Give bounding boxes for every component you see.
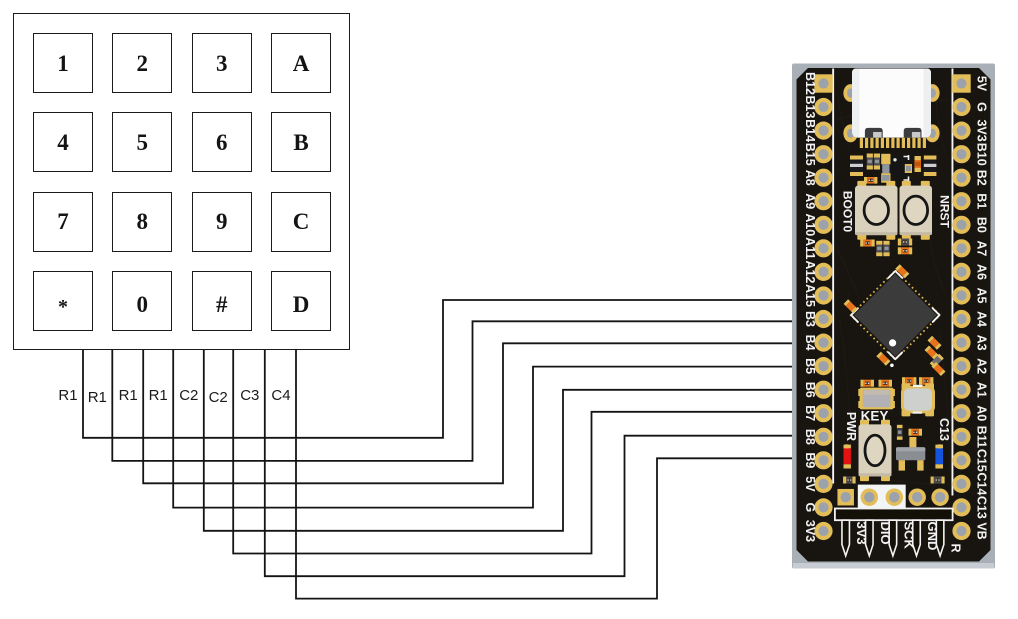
svg-text:A10: A10 [803,213,817,236]
svg-text:B13: B13 [803,96,817,119]
svg-text:G: G [803,503,817,513]
svg-text:VB: VB [975,522,989,539]
svg-text:A0: A0 [975,405,989,421]
svg-text:B3: B3 [803,311,817,327]
svg-text:A5: A5 [975,288,989,304]
svg-text:C13: C13 [937,418,951,441]
svg-text:BOOT0: BOOT0 [841,191,855,233]
svg-text:3V3: 3V3 [854,522,869,545]
svg-text:A15: A15 [803,284,817,307]
svg-text:A3: A3 [975,335,989,351]
svg-text:A8: A8 [803,170,817,186]
svg-text:A12: A12 [803,260,817,283]
svg-text:B11: B11 [975,426,989,448]
svg-text:A6: A6 [975,264,989,280]
svg-text:B10: B10 [975,143,989,166]
svg-text:GND: GND [925,522,940,551]
svg-text:A11: A11 [803,237,817,259]
svg-text:G: G [975,102,989,112]
svg-text:B4: B4 [803,335,817,351]
svg-text:B12: B12 [803,72,817,95]
svg-text:C13: C13 [975,496,989,519]
svg-text:R: R [949,544,963,553]
svg-text:B8: B8 [803,429,817,445]
svg-text:A9: A9 [803,193,817,209]
svg-text:B2: B2 [975,170,989,186]
svg-text:3V3: 3V3 [975,119,989,141]
svg-text:C14: C14 [975,472,989,495]
svg-text:A7: A7 [975,240,989,256]
svg-text:B6: B6 [803,382,817,398]
svg-text:A4: A4 [975,311,989,327]
svg-text:B0: B0 [975,217,989,233]
svg-text:B15: B15 [803,143,817,166]
svg-text:5V: 5V [975,76,989,92]
svg-text:B9: B9 [803,452,817,468]
svg-text:3V3: 3V3 [803,520,817,542]
svg-text:C15: C15 [975,449,989,472]
svg-text:SCK: SCK [901,522,916,550]
svg-text:A1: A1 [975,382,989,398]
svg-text:B1: B1 [975,193,989,209]
svg-text:5V: 5V [803,476,817,492]
svg-text:NRST: NRST [938,195,952,228]
svg-text:B14: B14 [803,119,817,142]
svg-text:B7: B7 [803,405,817,421]
svg-text:DIO: DIO [878,522,893,545]
svg-text:B5: B5 [803,358,817,374]
svg-text:A2: A2 [975,358,989,374]
svg-text:PWR: PWR [844,412,858,441]
